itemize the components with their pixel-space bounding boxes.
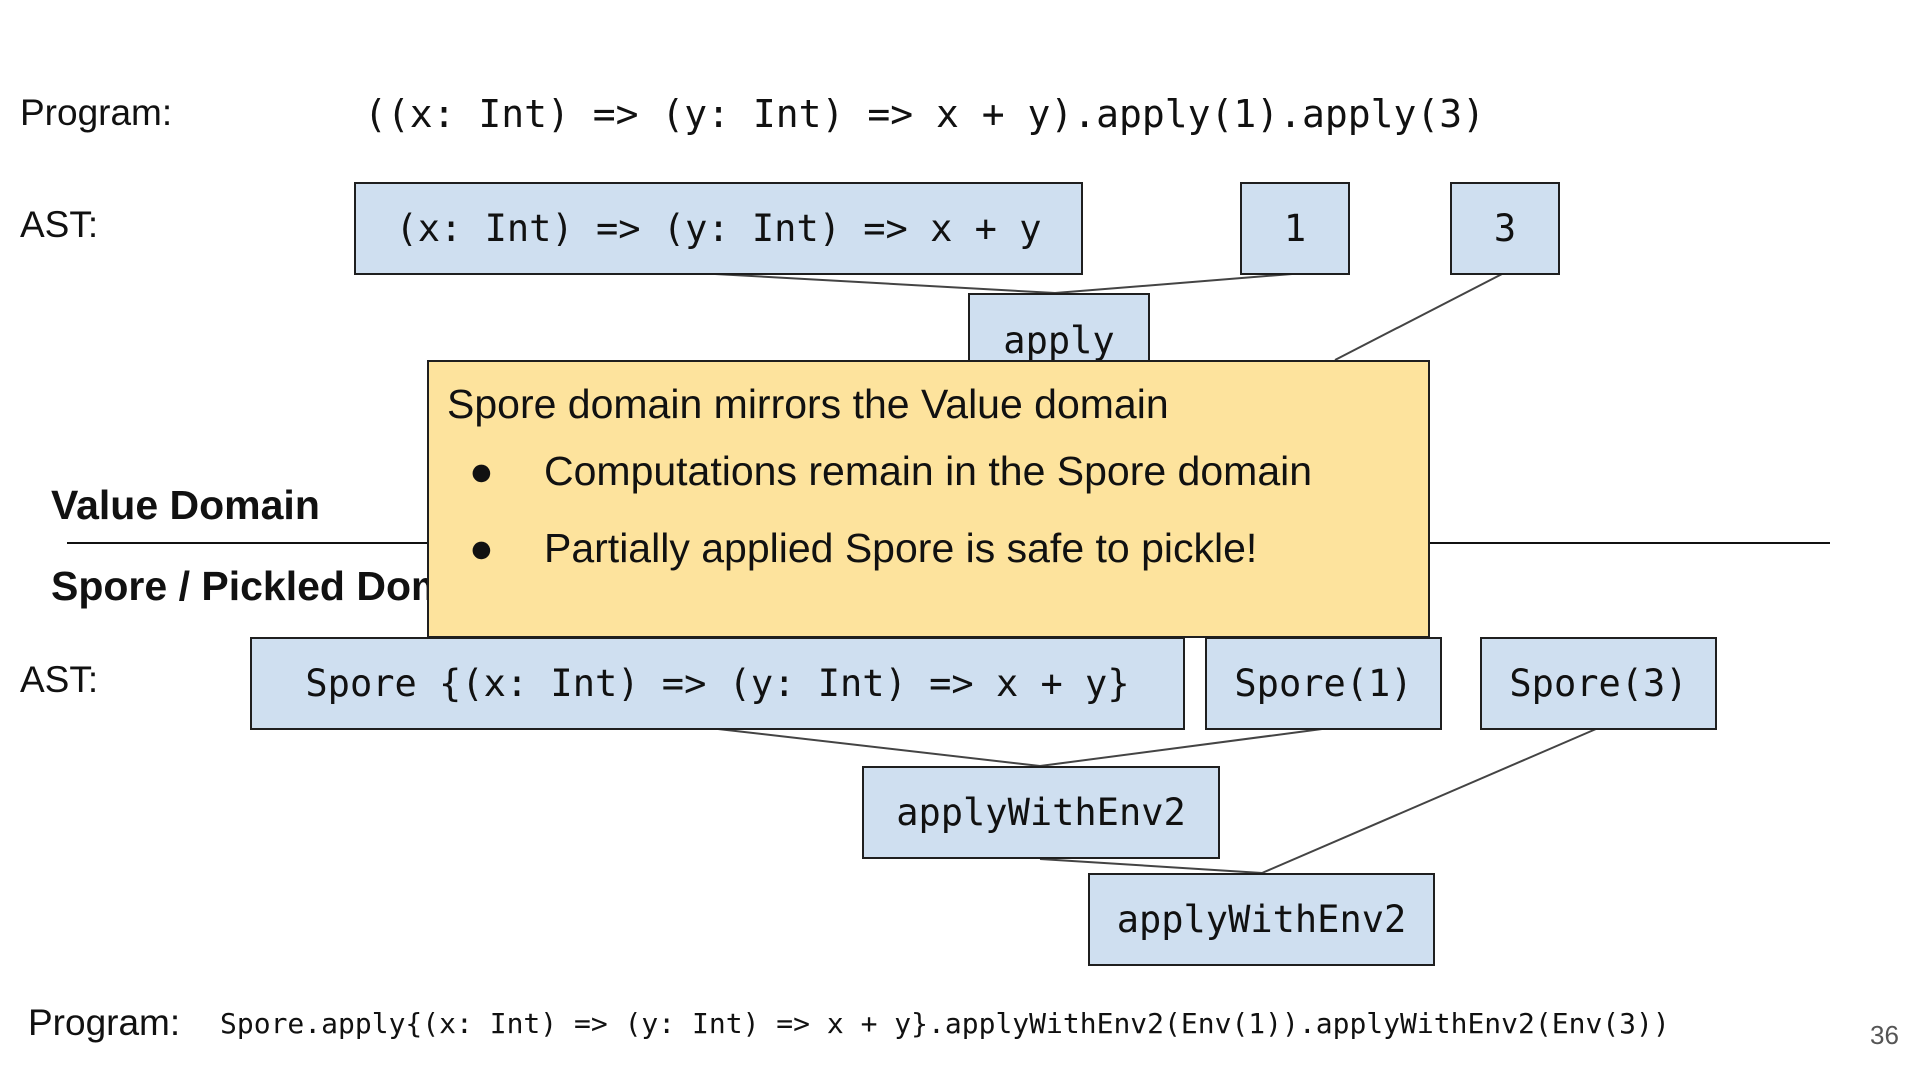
- bullet-icon: ●: [469, 448, 494, 495]
- edge-spore-lambda-apply-env: [717, 728, 1041, 767]
- program-label-bottom: Program:: [28, 1002, 181, 1043]
- callout-bullets: ● Computations remain in the Spore domai…: [447, 447, 1408, 573]
- node-lambda: (x: Int) => (y: Int) => x + y: [354, 182, 1083, 275]
- callout-bullet-text: Computations remain in the Spore domain: [544, 448, 1313, 495]
- edge-arg1-apply: [1054, 273, 1293, 294]
- program-code-top: ((x: Int) => (y: Int) => x + y).apply(1)…: [364, 92, 1486, 136]
- ast-label-top: AST:: [20, 204, 99, 245]
- page-number: 36: [1870, 1020, 1899, 1050]
- node-spore-3: Spore(3): [1480, 637, 1717, 730]
- program-code-bottom: Spore.apply{(x: Int) => (y: Int) => x + …: [220, 1007, 1670, 1040]
- edge-arg3-apply: [1334, 273, 1503, 361]
- edge-spore1-apply-env: [1039, 728, 1323, 767]
- edge-lambda-apply: [714, 273, 1056, 294]
- edge-apply-env-apply-env: [1039, 858, 1263, 874]
- callout-box: Spore domain mirrors the Value domain ● …: [427, 360, 1430, 638]
- callout-bullet-item: ● Computations remain in the Spore domai…: [447, 447, 1408, 496]
- callout-bullet-text: Partially applied Spore is safe to pickl…: [544, 525, 1258, 572]
- value-domain-heading: Value Domain: [51, 482, 320, 528]
- callout-title: Spore domain mirrors the Value domain: [447, 381, 1169, 427]
- ast-label-bottom: AST:: [20, 659, 99, 700]
- node-spore-lambda: Spore {(x: Int) => (y: Int) => x + y}: [250, 637, 1185, 730]
- node-spore-1: Spore(1): [1205, 637, 1442, 730]
- bullet-icon: ●: [469, 525, 494, 572]
- node-arg-1: 1: [1240, 182, 1350, 275]
- edge-spore3-apply-env: [1261, 728, 1597, 874]
- callout-bullet-item: ● Partially applied Spore is safe to pic…: [447, 524, 1408, 573]
- node-apply-with-env2-first: applyWithEnv2: [862, 766, 1220, 859]
- program-label-top: Program:: [20, 92, 173, 133]
- node-apply-with-env2-second: applyWithEnv2: [1088, 873, 1435, 966]
- node-arg-3: 3: [1450, 182, 1560, 275]
